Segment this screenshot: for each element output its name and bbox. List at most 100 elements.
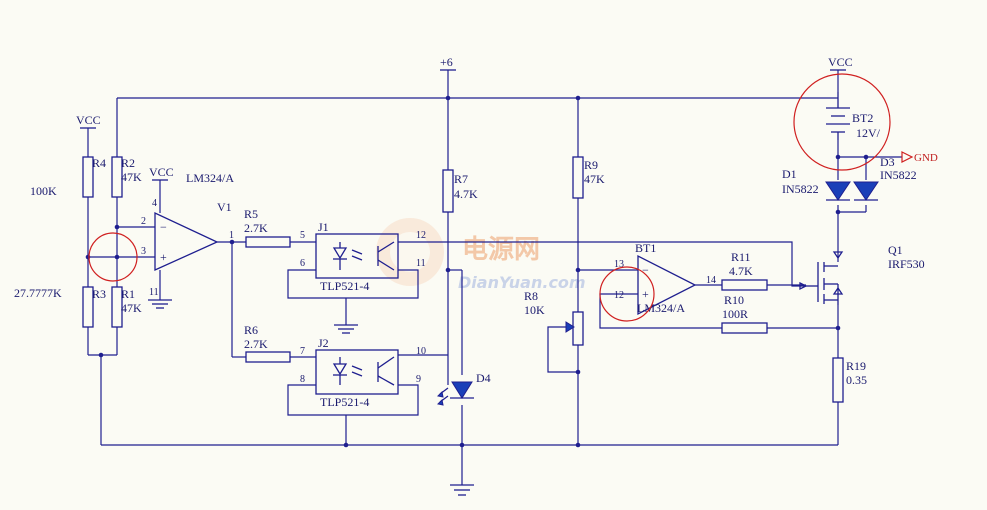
u2-pin-12: 12: [614, 290, 624, 301]
ground-symbol-j1: [334, 324, 358, 334]
r4-ref: R4: [92, 156, 106, 170]
plus6-label: +6: [440, 55, 453, 69]
r1-value: 47K: [121, 301, 142, 315]
u1-pin-4: 4: [152, 198, 157, 209]
q1-ref: Q1: [888, 243, 903, 257]
j1-ref: J1: [318, 220, 329, 234]
u2-ref: BT1: [635, 241, 656, 255]
d4-ref: D4: [476, 371, 491, 385]
r2-value: 47K: [121, 170, 142, 184]
r10-value: 100R: [722, 307, 748, 321]
opamp-u2: − +: [637, 254, 697, 316]
r3-ref: R3: [92, 287, 106, 301]
resistor-r6: [245, 351, 291, 363]
vcc-left: VCC: [76, 113, 101, 129]
diode-d1: [825, 181, 851, 201]
vcc-left-label: VCC: [76, 113, 101, 127]
battery-bt2: [826, 92, 850, 140]
mosfet-q1: [799, 251, 844, 305]
resistor-r11: [721, 279, 768, 291]
wires: [87, 70, 902, 485]
resistor-r3: [82, 286, 94, 328]
j1-pin-11: 11: [416, 258, 426, 269]
r9-ref: R9: [584, 158, 598, 172]
svg-text:+: +: [642, 287, 649, 301]
watermark: 电源网 DianYuan.com: [376, 218, 586, 292]
ground-symbol-main: [450, 484, 474, 496]
resistor-r5: [245, 236, 291, 248]
resistor-r10: [721, 322, 768, 334]
resistor-r4: [82, 156, 94, 198]
j2-pin-8: 8: [300, 374, 305, 385]
bt2-ref: BT2: [852, 111, 873, 125]
r19-value: 0.35: [846, 373, 867, 387]
j1-pin-6: 6: [300, 258, 305, 269]
u1-pin-11: 11: [149, 287, 159, 298]
vcc-right-label: VCC: [828, 55, 853, 69]
u1-ref: V1: [217, 200, 232, 214]
r10-ref: R10: [724, 293, 744, 307]
r5-ref: R5: [244, 207, 258, 221]
optocoupler-j1: [315, 233, 399, 279]
r4-value: 100K: [30, 184, 57, 198]
resistor-r1: [111, 286, 123, 328]
u2-part: LM324/A: [637, 301, 685, 315]
d1-ref: D1: [782, 167, 797, 181]
j2-part: TLP521-4: [320, 395, 369, 409]
d3-ref: D3: [880, 155, 895, 169]
u1-part: LM324/A: [186, 171, 234, 185]
u2-pin-14: 14: [706, 275, 716, 286]
r19-ref: R19: [846, 359, 866, 373]
gnd-port: GND: [901, 151, 938, 164]
r6-value: 2.7K: [244, 337, 268, 351]
r6-ref: R6: [244, 323, 258, 337]
r11-value: 4.7K: [729, 264, 753, 278]
ground-symbol-opamp: [148, 299, 172, 309]
j2-pin-7: 7: [300, 346, 305, 357]
opamp-u1: − +: [154, 211, 219, 272]
optocoupler-j2: [315, 349, 399, 395]
resistor-r2: [111, 156, 123, 198]
svg-text:−: −: [642, 263, 649, 277]
vcc-opamp-label: VCC: [149, 165, 174, 179]
q1-part: IRF530: [888, 257, 925, 271]
r8-value: 10K: [524, 303, 545, 317]
watermark-cn: 电源网: [462, 235, 540, 265]
svg-text:+: +: [160, 250, 167, 264]
vcc-opamp: VCC: [149, 165, 174, 181]
r11-ref: R11: [731, 250, 751, 264]
resistor-r19: [832, 357, 844, 403]
r1-ref: R1: [121, 287, 135, 301]
r2-ref: R2: [121, 156, 135, 170]
bt2-value: 12V/: [856, 126, 881, 140]
r9-value: 47K: [584, 172, 605, 186]
j2-ref: J2: [318, 336, 329, 350]
j1-pin-12: 12: [416, 230, 426, 241]
resistor-r9: [572, 156, 584, 199]
gnd-label: GND: [914, 152, 938, 164]
r8-ref: R8: [524, 289, 538, 303]
potentiometer-r8: [572, 311, 584, 346]
r8-wiper-arrow: [565, 321, 575, 333]
u1-pin-2: 2: [141, 216, 146, 227]
svg-text:−: −: [160, 220, 167, 234]
d1-part: IN5822: [782, 182, 819, 196]
j2-pin-10: 10: [416, 346, 426, 357]
j1-part: TLP521-4: [320, 279, 369, 293]
j1-pin-5: 5: [300, 230, 305, 241]
plus6-supply: +6: [440, 55, 456, 71]
r7-value: 4.7K: [454, 187, 478, 201]
r7-ref: R7: [454, 172, 468, 186]
d3-part: IN5822: [880, 168, 917, 182]
diode-d3: [853, 181, 879, 201]
resistor-r7: [442, 169, 454, 213]
u1-pin-3: 3: [141, 246, 146, 257]
vcc-right: VCC: [828, 55, 853, 71]
r5-value: 2.7K: [244, 221, 268, 235]
watermark-url: DianYuan.com: [458, 273, 586, 292]
u2-pin-13: 13: [614, 259, 624, 270]
j2-pin-9: 9: [416, 374, 421, 385]
highlight-markers: [88, 73, 891, 322]
led-d4: [436, 381, 474, 406]
